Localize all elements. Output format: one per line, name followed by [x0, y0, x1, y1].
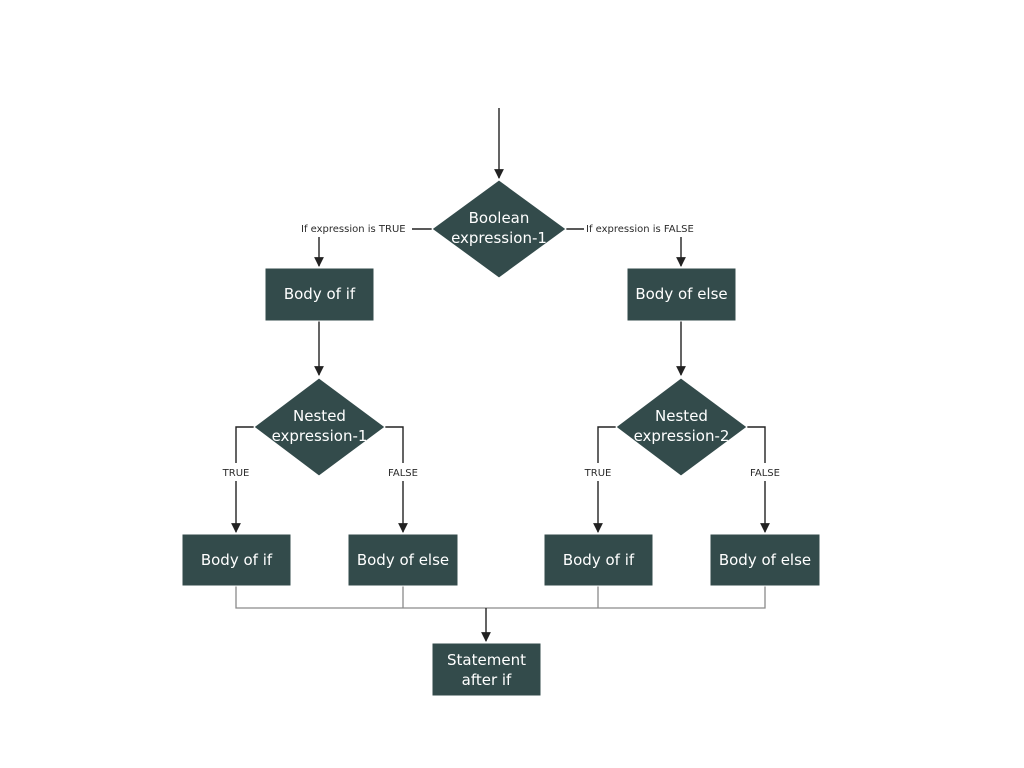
- label-nested2-true: TRUE: [584, 468, 612, 479]
- label-nested2-false: FALSE: [750, 468, 780, 479]
- body-of-else-1-node: Body of else: [347, 533, 459, 587]
- svg-text:Body of else: Body of else: [719, 551, 811, 569]
- boolean-expression-1-node: Boolean expression-1: [431, 179, 567, 279]
- nested-expression-1-node: Nested expression-1: [253, 377, 386, 477]
- nested-expression-2-node: Nested expression-2: [615, 377, 748, 477]
- connector-nested1-false: [385, 426, 404, 463]
- connector-nested1-true: [235, 426, 254, 463]
- svg-text:Body of if: Body of if: [284, 285, 356, 303]
- body-of-if-top-node: Body of if: [264, 267, 375, 322]
- merge-connector: [235, 586, 766, 609]
- svg-text:expression-2: expression-2: [634, 427, 730, 445]
- node-line: expression-1: [451, 229, 547, 247]
- svg-text:after if: after if: [462, 671, 512, 689]
- svg-text:Body of if: Body of if: [201, 551, 273, 569]
- label-if-true: If expression is TRUE: [301, 224, 406, 235]
- body-of-if-2-node: Body of if: [543, 533, 654, 587]
- svg-text:Body of else: Body of else: [357, 551, 449, 569]
- label-nested1-true: TRUE: [222, 468, 250, 479]
- body-of-if-1-node: Body of if: [181, 533, 292, 587]
- body-of-else-2-node: Body of else: [709, 533, 821, 587]
- svg-text:expression-1: expression-1: [272, 427, 368, 445]
- statement-after-if-node: Statement after if: [431, 642, 542, 697]
- svg-text:Statement: Statement: [447, 651, 526, 669]
- label-if-false: If expression is FALSE: [586, 224, 694, 235]
- node-line: Boolean: [469, 209, 530, 227]
- svg-text:Boolean: Boolean: [469, 209, 530, 227]
- svg-text:Nested: Nested: [655, 407, 708, 425]
- label-nested1-false: FALSE: [388, 468, 418, 479]
- body-of-else-top-node: Body of else: [626, 267, 737, 322]
- svg-text:expression-1: expression-1: [451, 229, 547, 247]
- connector-nested2-false: [747, 426, 766, 463]
- svg-text:Body of else: Body of else: [635, 285, 727, 303]
- svg-text:Nested: Nested: [293, 407, 346, 425]
- connector-nested2-true: [597, 426, 616, 463]
- svg-text:Body of if: Body of if: [563, 551, 635, 569]
